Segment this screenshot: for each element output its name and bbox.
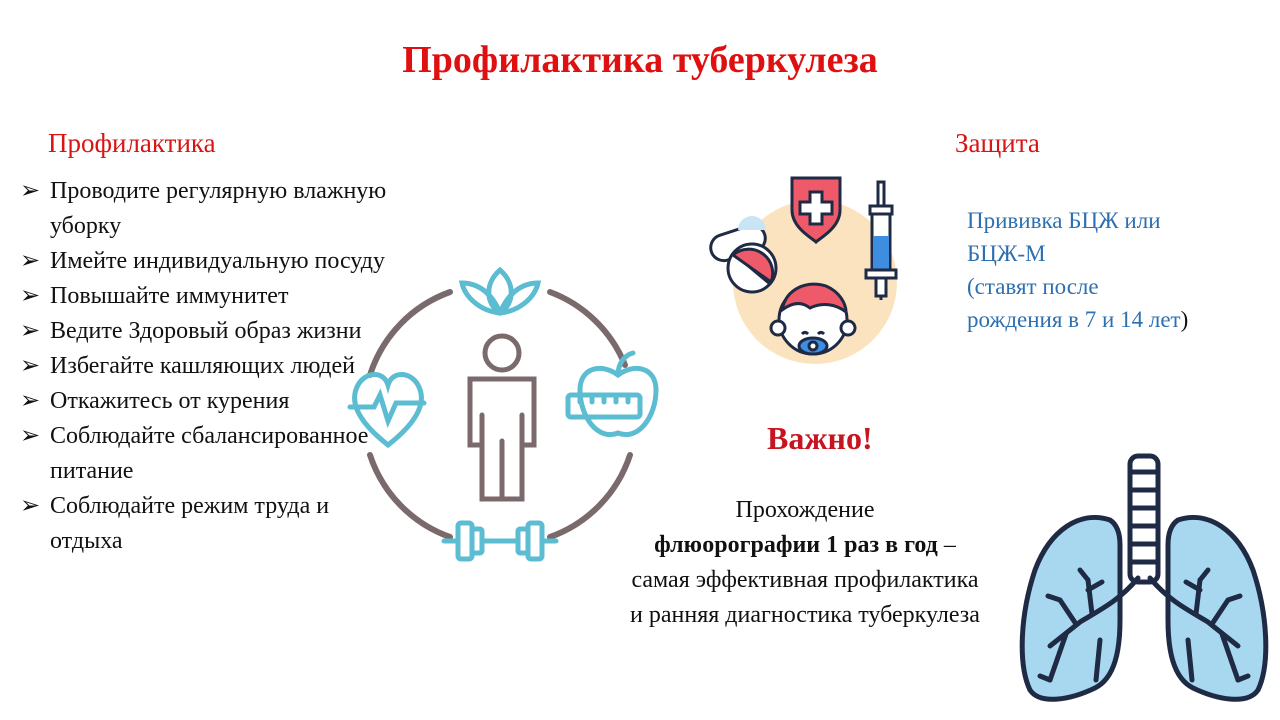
list-item-text: Имейте индивидуальную посуду xyxy=(50,248,386,274)
healthy-lifestyle-icon xyxy=(347,266,659,562)
list-item-text: Соблюдайте режим труда и отдыха xyxy=(50,493,330,554)
prevention-heading: Профилактика xyxy=(48,128,216,158)
list-item: ➢ Избегайте кашляющих людей xyxy=(20,349,405,384)
fluorography-text-start: Прохождение xyxy=(735,497,875,523)
vaccine-line: БЦЖ-М xyxy=(967,241,1046,266)
protection-heading: Защита xyxy=(955,128,1040,158)
list-item: ➢ Соблюдайте сбалансированное питание xyxy=(20,419,405,489)
arrow-bullet-icon: ➢ xyxy=(20,493,41,519)
prevention-list: ➢ Проводите регулярную влажную уборку ➢ Им… xyxy=(20,174,405,559)
fluorography-note: Прохождение флюорографии 1 раз в год – с… xyxy=(630,493,980,633)
fluorography-text-end: – самая эффективная профилактика и рання… xyxy=(630,532,980,628)
vaccine-line: рождения в 7 и 14 лет) xyxy=(967,303,1267,336)
list-item-text: Соблюдайте сбалансированное питание xyxy=(50,423,369,484)
list-item: ➢ Имейте индивидуальную посуду xyxy=(20,244,405,279)
arrow-bullet-icon: ➢ xyxy=(20,423,41,449)
vaccination-icon xyxy=(709,176,898,364)
vaccine-line: (ставят после xyxy=(967,274,1099,299)
arrow-bullet-icon: ➢ xyxy=(20,388,41,414)
vaccine-line: Прививка БЦЖ или xyxy=(967,208,1161,233)
arrow-bullet-icon: ➢ xyxy=(20,353,41,379)
list-item: ➢ Откажитесь от курения xyxy=(20,384,405,419)
vaccine-info: Прививка БЦЖ или БЦЖ-М (ставят после рож… xyxy=(967,204,1267,336)
arrow-bullet-icon: ➢ xyxy=(20,318,41,344)
vaccine-line-text: рождения в 7 и 14 лет xyxy=(967,307,1181,332)
important-heading: Важно! xyxy=(767,420,873,456)
lungs-icon xyxy=(1019,453,1269,702)
list-item: ➢ Проводите регулярную влажную уборку xyxy=(20,174,405,244)
arrow-bullet-icon: ➢ xyxy=(20,248,41,274)
list-item-text: Откажитесь от курения xyxy=(50,388,290,414)
list-item: ➢ Соблюдайте режим труда и отдыха xyxy=(20,489,405,559)
arrow-bullet-icon: ➢ xyxy=(20,283,41,309)
page-title: Профилактика туберкулеза xyxy=(402,39,878,81)
list-item-text: Ведите Здоровый образ жизни xyxy=(50,318,362,344)
arrow-bullet-icon: ➢ xyxy=(20,178,41,204)
list-item-text: Повышайте иммунитет xyxy=(50,283,289,309)
list-item-text: Проводите регулярную влажную уборку xyxy=(50,178,387,239)
fluorography-text-bold: флюорографии 1 раз в год xyxy=(654,532,938,558)
list-item: ➢ Ведите Здоровый образ жизни xyxy=(20,314,405,349)
list-item: ➢ Повышайте иммунитет xyxy=(20,279,405,314)
vaccine-close-paren: ) xyxy=(1180,307,1189,332)
list-item-text: Избегайте кашляющих людей xyxy=(50,353,355,379)
